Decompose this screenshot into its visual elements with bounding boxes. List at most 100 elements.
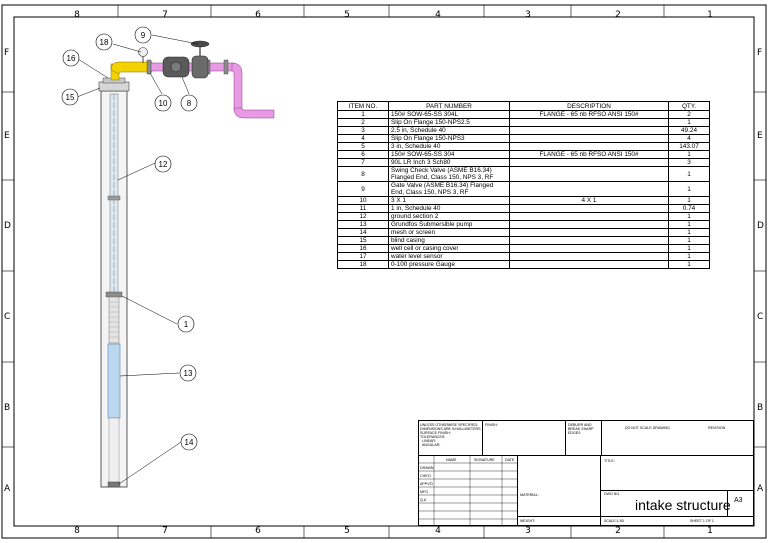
balloon-label: 12 — [159, 160, 168, 169]
bom-qty: 1 — [668, 181, 710, 197]
zone-col: 3 — [525, 10, 531, 20]
bom-part-number: 150# SOW-65-SS 304L — [388, 110, 510, 119]
balloon-circle — [61, 88, 79, 106]
bom-header-part: PART NUMBER — [388, 101, 510, 111]
balloon-label: 9 — [141, 31, 146, 40]
balloon-label: 1 — [184, 320, 189, 329]
bom-qty: 1 — [668, 166, 710, 182]
bom-part-number: 0-100 pressure Gauge — [388, 260, 510, 269]
bom-item-no: 10 — [337, 196, 389, 205]
zone-col: 6 — [255, 10, 261, 20]
bom-description: FLANGE - 65 nb RFSO ANSI 150# — [509, 150, 669, 159]
balloon-label: 18 — [100, 38, 109, 47]
tb-finish: FINISH: — [485, 423, 498, 427]
tb-deburr: DEBURR AND BREAK SHARP EDGES — [568, 423, 594, 435]
drawing-title: intake structure — [635, 497, 731, 513]
well-assembly — [98, 77, 130, 488]
tb-drawn: DRAWN — [420, 466, 434, 470]
tb-sheet: SHEET 1 OF 1 — [690, 519, 714, 523]
bom-qty: 1 — [668, 236, 710, 245]
tb-title-label: TITLE: — [604, 459, 615, 463]
bom-description — [509, 134, 669, 143]
tb-scale: SCALE:1:50 — [604, 519, 624, 523]
bom-description: FLANGE - 65 nb RFSO ANSI 150# — [509, 110, 669, 119]
tb-linear: LINEAR: — [422, 439, 436, 443]
bom-item-no: 9 — [337, 181, 389, 197]
bom-description — [509, 142, 669, 151]
zone-row: F — [757, 48, 763, 58]
bom-description — [509, 228, 669, 237]
zone-col: 8 — [74, 10, 80, 20]
tb-revision: REVISION — [708, 426, 726, 430]
bom-qty: 1 — [668, 118, 710, 127]
bom-description — [509, 236, 669, 245]
bom-description — [509, 220, 669, 229]
bom-part-number: ground section 2 — [388, 212, 510, 221]
bom-part-number: Gate Valve (ASME B16.34) Flanged End, Cl… — [388, 181, 510, 197]
balloon-circle — [62, 49, 80, 67]
tb-do-not-scale: DO NOT SCALE DRAWING — [625, 426, 670, 430]
balloon-circle — [95, 33, 113, 51]
bom-qty: 0.74 — [668, 204, 710, 213]
zone-row: D — [757, 221, 764, 231]
bom-qty: 1 — [668, 260, 710, 269]
bom-header-item: ITEM NO. — [337, 101, 389, 111]
bom-description — [509, 212, 669, 221]
balloon-label: 13 — [184, 369, 193, 378]
bom-item-no: 16 — [337, 244, 389, 253]
bom-item-no: 4 — [337, 134, 389, 143]
bom-item-no: 2 — [337, 118, 389, 127]
zone-row: E — [4, 131, 10, 141]
bom-item-no: 17 — [337, 252, 389, 261]
zone-row: F — [4, 48, 10, 58]
bom-description — [509, 126, 669, 135]
tb-weight: WEIGHT: — [520, 519, 535, 523]
bom-qty: 4 — [668, 134, 710, 143]
bom-header-row: ITEM NO. PART NUMBER DESCRIPTION QTY. — [337, 101, 710, 111]
zone-row: C — [4, 312, 11, 322]
bom-qty: 1 — [668, 150, 710, 159]
zone-row: D — [4, 221, 11, 231]
zone-col: 7 — [162, 526, 168, 536]
bom-qty: 1 — [668, 252, 710, 261]
balloon-label: 8 — [187, 99, 192, 108]
sheet-size: A3 — [734, 497, 743, 504]
bom-item-no: 5 — [337, 142, 389, 151]
zone-col: 5 — [344, 526, 350, 536]
tb-unless: UNLESS OTHERWISE SPECIFIED: — [420, 423, 479, 427]
bom-part-number: well cell or casing cover — [388, 244, 510, 253]
zone-col: 6 — [255, 526, 261, 536]
balloon-leaders — [76, 34, 199, 485]
bom-item-no: 14 — [337, 228, 389, 237]
bom-part-number: Slip On Flange 150-NPS2.5 — [388, 118, 510, 127]
zone-row: A — [4, 484, 11, 494]
bom-qty: 143.07 — [668, 142, 710, 151]
zone-row: E — [757, 131, 763, 141]
tb-angular: ANGULAR: — [422, 443, 441, 447]
discharge-piping — [110, 40, 275, 119]
bom-item-no: 12 — [337, 212, 389, 221]
balloon-label: 16 — [67, 54, 76, 63]
tb-dwg-no: DWG NO. — [604, 492, 621, 496]
bom-part-number: 3 X 1 — [388, 196, 510, 205]
balloon-circle — [154, 94, 172, 112]
bom-item-no: 11 — [337, 204, 389, 213]
bom-part-number: water level sensor — [388, 252, 510, 261]
bom-description — [509, 244, 669, 253]
